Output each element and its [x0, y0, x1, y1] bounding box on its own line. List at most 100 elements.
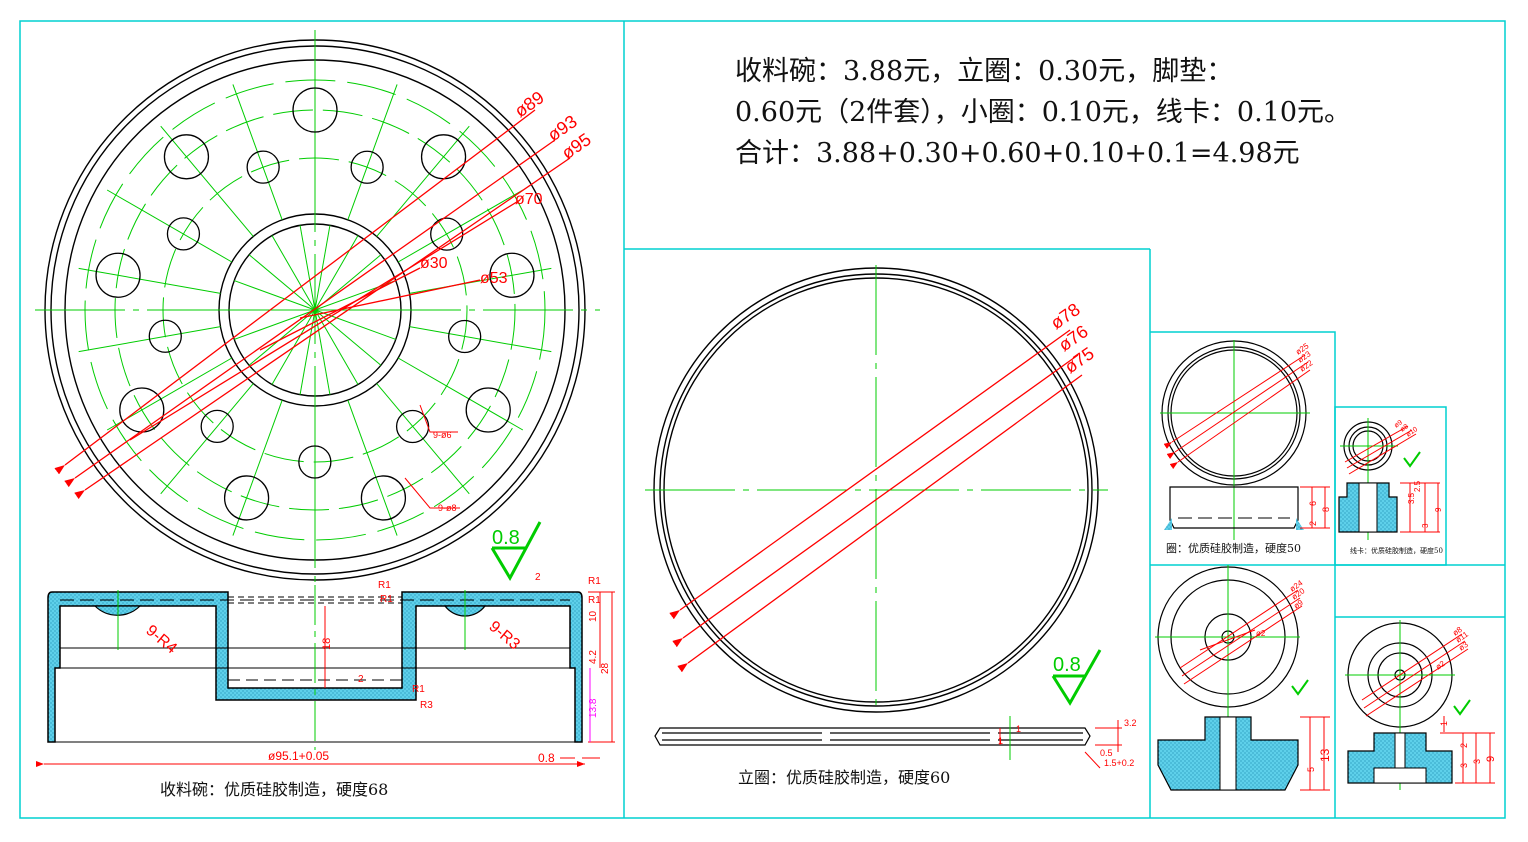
bowl-caption: 收料碗：优质硅胶制造，硬度68: [160, 780, 388, 799]
ring-dim-1-5: 1.5+0.2: [1104, 758, 1134, 768]
clip-dia-8: ø8: [1399, 423, 1410, 433]
bowl-hole: [350, 150, 384, 184]
foot-pad-a-view: ø24 ø20 ø9 ø2 13 5: [1155, 565, 1332, 791]
bowl-bottom-dia: ø95.1+0.05: [268, 749, 329, 763]
bowl-dim-28: 28: [600, 662, 611, 674]
clip-dim-3-5: 3.5: [1407, 492, 1416, 504]
small-ring-caption: 圈：优质硅胶制造，硬度50: [1166, 541, 1301, 555]
ring-roughness-value: 0.8: [1053, 654, 1081, 676]
small-ring-dim-8: 8: [1321, 507, 1331, 512]
bowl-hole: [292, 87, 338, 133]
center-line: [234, 280, 316, 311]
frame-lines: [19, 20, 1506, 819]
clip-dim-3: 3: [1421, 523, 1430, 528]
bowl-roughness-value: 0.8: [492, 527, 520, 549]
bowl-hole: [298, 445, 332, 479]
bowl-r3: R3: [420, 700, 433, 711]
small-ring-dim-6: 6: [1308, 501, 1318, 506]
bowl-hole: [360, 475, 407, 521]
bowl-hole: [448, 319, 482, 354]
bowl-hole: [166, 217, 201, 251]
clip-dim-9: 9: [1434, 507, 1443, 512]
clip-view: ø9 ø8 ø10 3.5 2.5 3 9 线卡：优质硅胶制造，硬度50: [1338, 418, 1443, 555]
clip-caption: 线卡：优质硅胶制造，硬度50: [1350, 546, 1443, 555]
bowl-hole: [465, 387, 511, 433]
foot-a-dim-13: 13: [1318, 748, 1332, 762]
bowl-hole-label-6: 9-ø6: [433, 430, 452, 440]
bowl-dim-10: 10: [588, 610, 599, 622]
center-line: [314, 280, 396, 311]
bowl-hole: [95, 252, 141, 298]
center-line: [376, 125, 470, 237]
bowl-r1-a: R1: [378, 580, 391, 591]
bowl-top-view: ø89 ø93 ø95 ø70 ø30 ø53 9-ø6 9-ø8: [35, 30, 600, 590]
foot-b-dim-9: 9: [1485, 756, 1497, 762]
ring-dim-1: 1: [1016, 724, 1021, 734]
center-line: [299, 225, 316, 311]
ring-caption: 立圈：优质硅胶制造，硬度60: [738, 768, 950, 787]
center-line: [248, 254, 316, 311]
bowl-dia-70: ø70: [515, 191, 543, 208]
price-line-2: 0.60元（2件套），小圈：0.10元，线卡：0.10元。: [735, 97, 1351, 128]
center-line: [160, 125, 254, 237]
bowl-r1-d: R1: [588, 595, 601, 606]
price-summary: 收料碗：3.88元，立圈：0.30元，脚垫： 0.60元（2件套），小圈：0.1…: [735, 56, 1351, 169]
center-line: [314, 309, 382, 366]
ring-dim-3-2: 3.2: [1124, 718, 1137, 728]
center-line: [299, 309, 316, 395]
bowl-hole: [148, 319, 182, 353]
foot-a-dia-2: ø2: [1256, 629, 1266, 638]
center-line: [78, 267, 221, 294]
price-line-1: 收料碗：3.88元，立圈：0.30元，脚垫：: [735, 56, 1233, 87]
clip-roughness-symbol: [1403, 451, 1421, 468]
clip-dia-9: ø9: [1393, 419, 1404, 429]
clip-dim-2-5: 2.5: [1413, 480, 1422, 492]
center-line: [409, 267, 552, 294]
center-line: [248, 309, 316, 366]
foot-a-dim-5: 5: [1306, 767, 1316, 772]
bowl-section-view: R1 R1 R1 R1 R1 R3 9-R4 9-R3 18 10 4.2 28…: [36, 572, 615, 799]
bowl-hole: [246, 150, 280, 184]
bowl-hole: [489, 252, 535, 298]
bowl-hole: [223, 475, 270, 521]
bowl-r4-label: 9-R4: [142, 622, 180, 657]
bowl-dim-4-2: 4.2: [588, 650, 599, 664]
ring-dim-1b: 1: [998, 736, 1003, 746]
center-line: [232, 400, 283, 536]
bowl-hole: [163, 134, 210, 180]
foot-a-roughness-symbol: [1291, 679, 1309, 696]
foot-b-dim-2: 2: [1459, 743, 1469, 748]
ring-dim-0-5: 0.5: [1100, 748, 1113, 758]
bowl-dia-53: ø53: [480, 270, 508, 287]
foot-b-dim-1: 1: [1439, 721, 1449, 726]
bowl-holes: [95, 87, 535, 521]
bowl-r1-e: R1: [412, 684, 425, 695]
center-line: [234, 309, 316, 340]
small-ring-dim-2: 2: [1308, 521, 1318, 526]
center-line: [271, 235, 316, 311]
foot-b-roughness-symbol: [1453, 699, 1471, 716]
ring-roughness-symbol: 0.8: [1051, 649, 1102, 706]
small-ring-view: ø25 ø23 ø22 6 8 2 圈：优质硅胶制造，硬度50: [1160, 340, 1331, 555]
center-line: [314, 235, 359, 311]
bowl-dia-89: ø89: [511, 87, 548, 121]
bowl-dia-30: ø30: [420, 255, 448, 272]
bowl-width-0-8: 0.8: [538, 751, 555, 765]
center-line: [314, 225, 331, 311]
ring-view: ø78 ø76 ø75 0.8 3.2 1 1 0.5 1.5+: [645, 265, 1137, 787]
bowl-r1-b: R1: [380, 594, 393, 605]
center-line: [347, 400, 398, 536]
bowl-spokes: [78, 70, 552, 550]
bowl-thk-2b: 2: [358, 674, 364, 685]
bowl-hole: [430, 217, 464, 251]
bowl-r1-c: R1: [588, 576, 601, 587]
center-line: [397, 357, 524, 431]
price-line-3: 合计：3.88+0.30+0.60+0.10+0.1=4.98元: [735, 138, 1300, 169]
bowl-depth-18: 18: [321, 638, 333, 650]
bowl-hole: [200, 409, 234, 443]
bowl-roughness-symbol: 0.8: [490, 521, 542, 582]
foot-b-dim-3: 3: [1459, 763, 1469, 768]
foot-pad-b-view: ø8 ø11 ø3 ø2 1 2 3 3 9: [1345, 620, 1497, 790]
bowl-hole: [395, 409, 430, 444]
